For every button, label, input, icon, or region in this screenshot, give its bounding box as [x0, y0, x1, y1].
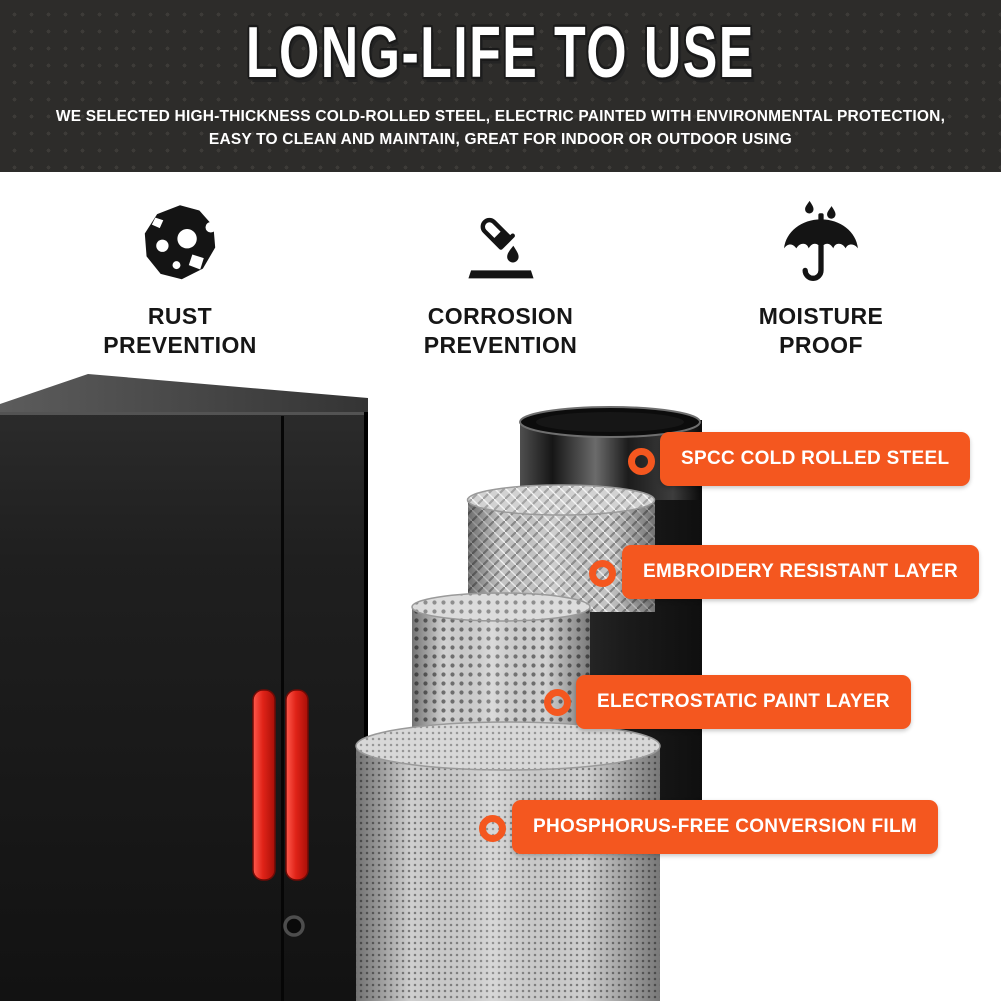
cabinet-keyhole — [283, 915, 305, 937]
cabinet-right-edge — [364, 412, 368, 1001]
material-layers-illustration — [355, 406, 702, 1001]
features-row: RUST PREVENTION CORROSION PREVENTION — [0, 172, 1001, 370]
feature-corrosion-prevention: CORROSION PREVENTION — [351, 198, 651, 370]
feature-label-line2: PREVENTION — [103, 332, 257, 359]
feature-label: CORROSION PREVENTION — [351, 302, 651, 361]
product-scene: SPCC COLD ROLLED STEEL EMBROIDERY RESIST… — [0, 370, 1001, 1001]
feature-label: MOISTURE PROOF — [671, 302, 971, 361]
umbrella-rain-icon — [671, 198, 971, 288]
feature-label-line2: PREVENTION — [423, 332, 578, 359]
feature-rust-prevention: RUST PREVENTION — [30, 198, 330, 370]
feature-label-line1: RUST — [147, 303, 213, 329]
page-title-text: LONG-LIFE TO USE — [246, 13, 755, 93]
feature-moisture-proof: MOISTURE PROOF — [671, 198, 971, 370]
cabinet-handle-right — [285, 689, 309, 881]
electrostatic-paint-cylinder — [411, 592, 591, 732]
corrosion-drop-icon — [351, 198, 651, 288]
rust-gear-icon — [30, 198, 330, 288]
layer-callout-paint: ELECTROSTATIC PAINT LAYER — [576, 675, 911, 729]
layer-callout-embroidery: EMBROIDERY RESISTANT LAYER — [622, 545, 980, 599]
layer-marker-steel — [628, 448, 655, 475]
feature-label-line1: MOISTURE — [758, 303, 884, 329]
layer-marker-paint — [544, 689, 571, 716]
header-subtitle: WE SELECTED HIGH-THICKNESS COLD-ROLLED S… — [55, 107, 946, 148]
cabinet-illustration — [0, 374, 368, 1001]
cabinet-door-seam — [281, 416, 284, 1001]
page-title: LONG-LIFE TO USE — [0, 13, 1001, 93]
cabinet-handle-left — [252, 689, 276, 881]
conversion-film-cylinder — [355, 721, 661, 1001]
header-banner: LONG-LIFE TO USE WE SELECTED HIGH-THICKN… — [0, 0, 1001, 172]
layer-callout-film: PHOSPHORUS-FREE CONVERSION FILM — [512, 800, 939, 854]
cabinet-front-face — [0, 412, 368, 1001]
layer-marker-film — [479, 815, 506, 842]
cabinet-top-edge-highlight — [0, 412, 368, 415]
feature-label-line1: CORROSION — [427, 303, 574, 329]
feature-label-line2: PROOF — [779, 332, 863, 359]
layer-marker-embroidery — [589, 560, 616, 587]
layer-callout-steel: SPCC COLD ROLLED STEEL — [660, 432, 971, 486]
feature-label: RUST PREVENTION — [30, 302, 330, 361]
cabinet-top-face — [0, 374, 368, 416]
